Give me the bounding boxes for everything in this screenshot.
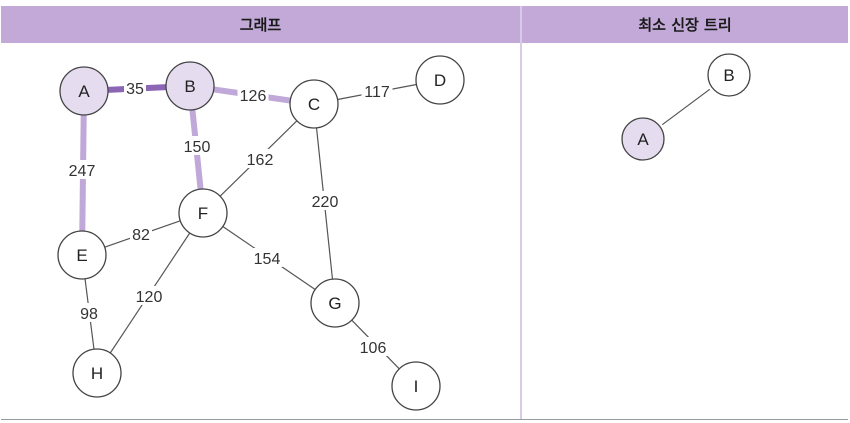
edge-weight-a-e: 247 (69, 163, 96, 180)
edge-weight-bg (251, 248, 283, 267)
edge-weight-bg (78, 303, 100, 322)
edge-weight-f-h: 120 (136, 289, 163, 306)
node-f (178, 188, 228, 238)
edge-weight-bg (66, 160, 98, 179)
edge-weight-b-f: 150 (184, 139, 211, 156)
node-label-h: H (91, 364, 103, 383)
node-label-i: I (414, 377, 419, 396)
mst-edge-a-b (661, 88, 711, 126)
edge-weight-f-g: 154 (254, 251, 281, 268)
node-a (59, 66, 109, 116)
edge-weight-bg (133, 286, 165, 305)
node-label-d: D (434, 71, 446, 90)
node-label-g: G (328, 294, 341, 313)
edge-weight-bg (130, 224, 152, 243)
edge-weight-bg (309, 191, 341, 210)
node-c (289, 79, 339, 129)
bottom-rule (1, 419, 848, 420)
node-label-a: A (78, 82, 90, 101)
edge-weight-g-i: 106 (360, 340, 387, 357)
edge-weight-e-h: 98 (80, 306, 98, 323)
edge-weight-bg (237, 85, 269, 104)
mst-node-a (621, 117, 665, 161)
edge-weight-bg (357, 337, 389, 356)
mst-panel-header: 최소 신장 트리 (522, 6, 848, 43)
mst-node-label-b: B (723, 66, 734, 85)
node-label-f: F (198, 204, 208, 223)
node-i (391, 361, 441, 411)
edge-weight-bg (244, 149, 276, 168)
mst-node-label-a: A (637, 130, 649, 149)
panel-divider (520, 6, 522, 420)
node-d (415, 55, 465, 105)
mst-panel: 최소 신장 트리 (522, 6, 848, 420)
edge-weight-a-b: 35 (126, 81, 144, 98)
node-b (165, 61, 215, 111)
mst-node-b (707, 53, 751, 97)
edge-weight-e-f: 82 (132, 227, 150, 244)
node-label-e: E (76, 246, 87, 265)
graph-panel-header: 그래프 (1, 6, 520, 43)
edge-weight-bg (124, 78, 146, 97)
node-label-b: B (184, 77, 195, 96)
edge-weight-b-c: 126 (240, 88, 267, 105)
node-e (57, 230, 107, 280)
node-h (72, 348, 122, 398)
edge-weight-c-g: 220 (312, 194, 339, 211)
edge-weight-c-d: 117 (364, 84, 390, 101)
node-g (310, 278, 360, 328)
edge-weight-bg (181, 136, 213, 155)
node-label-c: C (308, 95, 320, 114)
edge-weight-bg (361, 81, 393, 100)
edge-weight-c-f: 162 (247, 152, 274, 169)
